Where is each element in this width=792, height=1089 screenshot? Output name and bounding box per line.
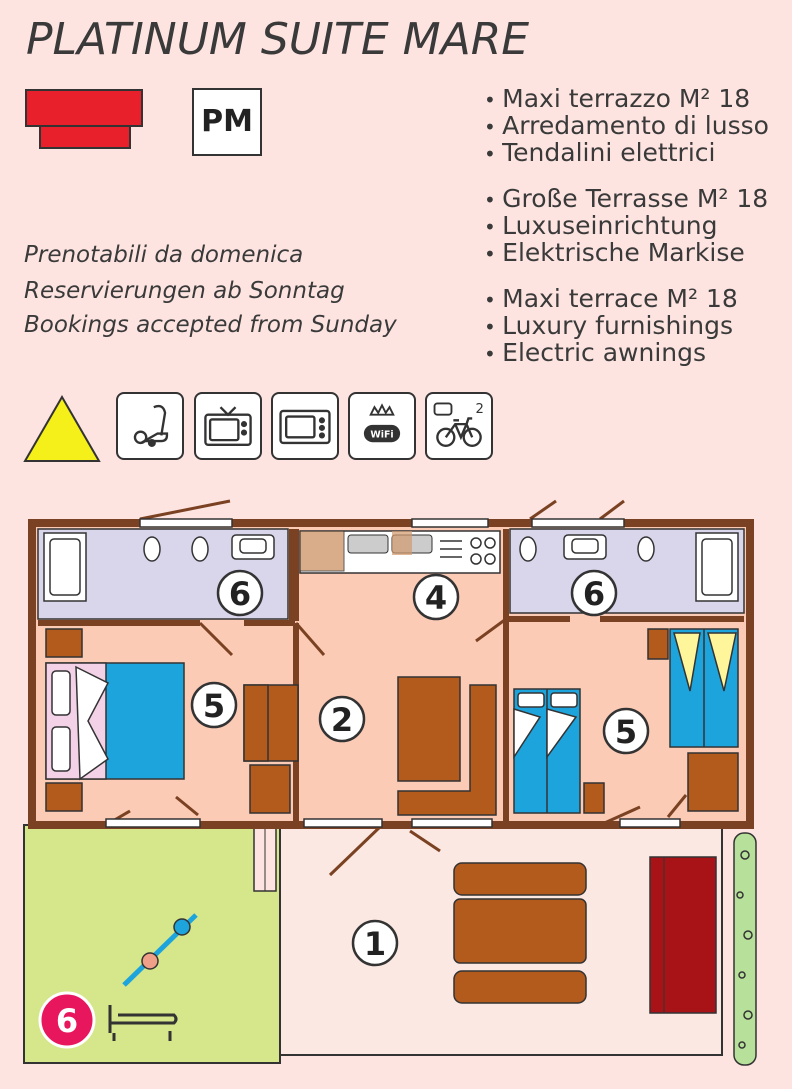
booking-en: Bookings accepted from Sunday xyxy=(24,312,397,338)
vacuum-cleaner-icon xyxy=(116,392,184,460)
wifi-label: WiFi xyxy=(370,429,393,440)
features-de: Große Terrasse M² 18 Luxuseinrichtung El… xyxy=(484,186,768,267)
category-code-badge: PM xyxy=(192,88,262,156)
floor-plan: 1 2 4 5 5 6 6 6 xyxy=(23,499,757,1066)
wifi-icon: WiFi xyxy=(348,392,416,460)
warning-triangle-icon xyxy=(23,395,101,462)
hedge xyxy=(733,832,757,1066)
feature-item: Tendalini elettrici xyxy=(484,140,769,167)
feature-item: Luxuseinrichtung xyxy=(484,213,768,240)
tv-icon xyxy=(194,392,262,460)
garden-badge: 6 xyxy=(56,1002,78,1040)
room-label-bedroom-right: 5 xyxy=(615,713,637,751)
room-label-bedroom-left: 5 xyxy=(203,687,225,725)
bicycle-icon: 2 xyxy=(425,392,493,460)
feature-item: Elektrische Markise xyxy=(484,240,768,267)
room-label-terrace: 1 xyxy=(364,925,386,963)
booking-it: Prenotabili da domenica xyxy=(24,242,304,268)
feature-item: Luxury furnishings xyxy=(484,313,738,340)
room-label-bath-right: 6 xyxy=(583,575,605,613)
features-it: Maxi terrazzo M² 18 Arredamento di lusso… xyxy=(484,86,769,167)
page-title: PLATINUM SUITE MARE xyxy=(26,14,530,65)
sofa xyxy=(649,856,717,1014)
feature-item: Maxi terrazzo M² 18 xyxy=(484,86,769,113)
category-color-badge xyxy=(25,89,143,149)
terrace-table xyxy=(453,898,587,964)
feature-item: Arredamento di lusso xyxy=(484,113,769,140)
dining-table xyxy=(397,676,461,782)
garden-chair-icon xyxy=(108,1005,178,1041)
room-number-markers: 1 2 4 5 5 6 6 6 xyxy=(38,569,650,1049)
features-en: Maxi terrace M² 18 Luxury furnishings El… xyxy=(484,286,738,367)
booking-de: Reservierungen ab Sonntag xyxy=(24,278,345,304)
feature-item: Maxi terrace M² 18 xyxy=(484,286,738,313)
room-label-bath-left: 6 xyxy=(229,575,251,613)
bikes-count: 2 xyxy=(476,402,484,417)
microwave-icon xyxy=(271,392,339,460)
bicycle-pump-icon xyxy=(122,913,198,987)
feature-item: Große Terrasse M² 18 xyxy=(484,186,768,213)
feature-item: Electric awnings xyxy=(484,340,738,367)
room-label-kitchen: 4 xyxy=(425,579,447,617)
room-label-living: 2 xyxy=(331,701,353,739)
